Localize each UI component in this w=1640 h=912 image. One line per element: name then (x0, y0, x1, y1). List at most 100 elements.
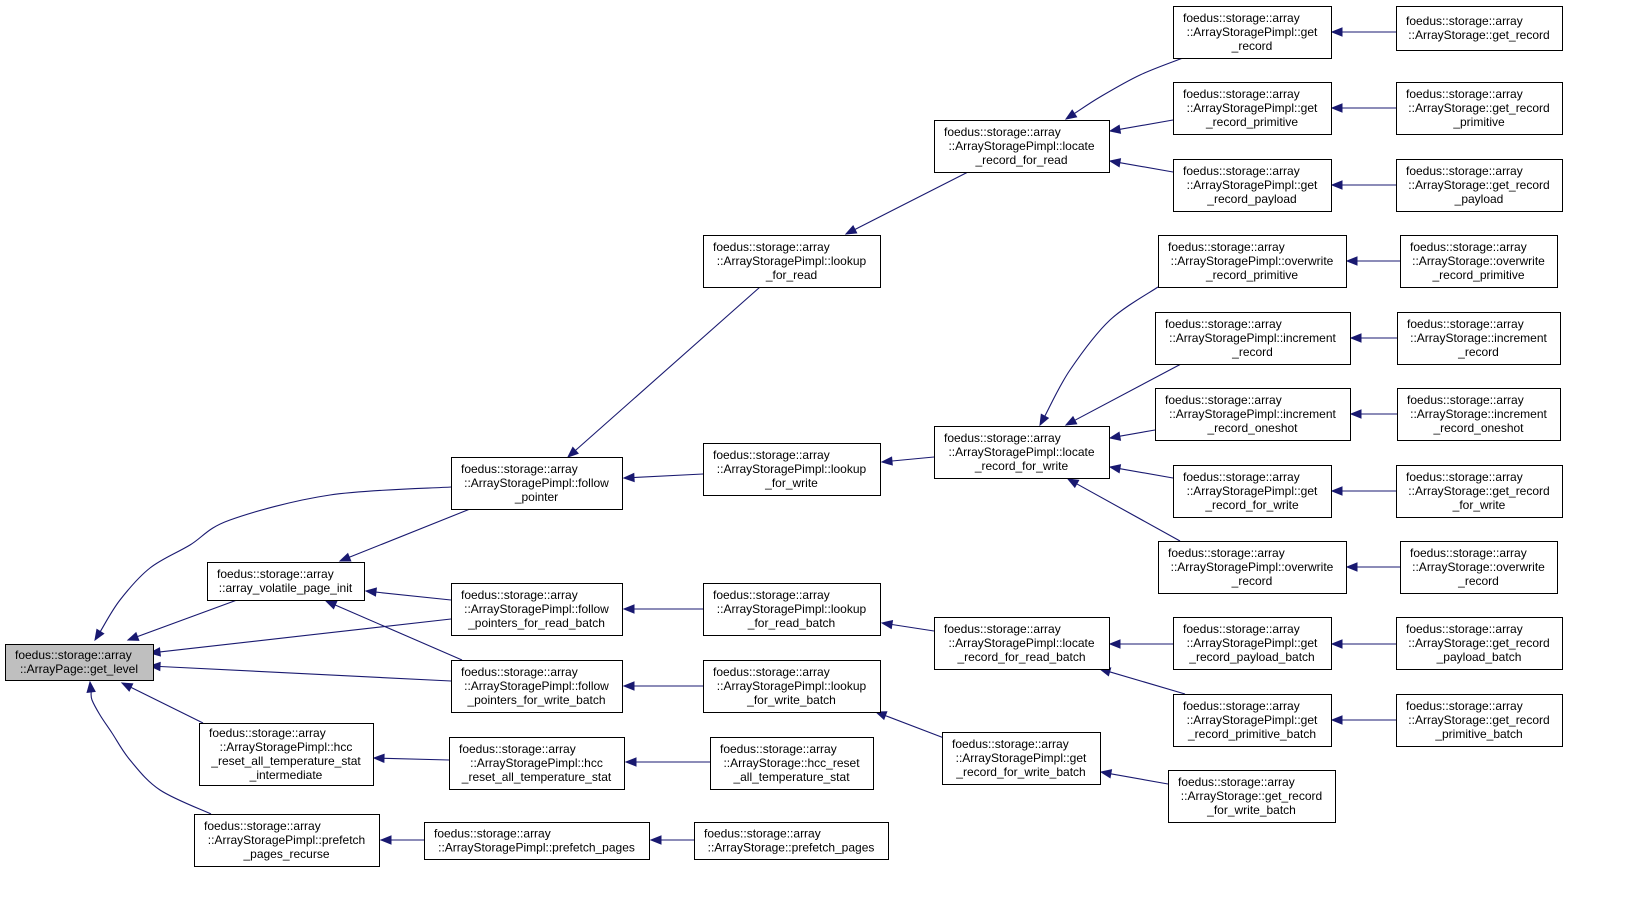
node-box (1396, 6, 1563, 51)
function-node-arraystoragepimpl-locate-record-for-write[interactable]: foedus::storage::array::ArrayStoragePimp… (934, 426, 1110, 479)
function-node-arraystoragepimpl-lookup-for-write-batch[interactable]: foedus::storage::array::ArrayStoragePimp… (703, 660, 881, 713)
node-box (1396, 82, 1563, 135)
node-label-line: foedus::storage::array (1407, 317, 1524, 331)
node-label-line: _pointers_for_write_batch (466, 693, 605, 707)
node-label-line: ::ArrayStoragePimpl::get (1187, 25, 1318, 39)
function-node-arraystoragepimpl-lookup-for-read-batch[interactable]: foedus::storage::array::ArrayStoragePimp… (703, 583, 881, 636)
node-box (1173, 694, 1332, 747)
function-node-arraystorage-get-record-for-write[interactable]: foedus::storage::array::ArrayStorage::ge… (1396, 465, 1563, 518)
node-label-line: foedus::storage::array (713, 665, 830, 679)
function-node-arraystoragepimpl-get-record-for-write[interactable]: foedus::storage::array::ArrayStoragePimp… (1173, 465, 1332, 518)
arrowhead (364, 587, 377, 597)
node-label-line: ::ArrayStorage::get_record (1408, 28, 1549, 42)
function-node-arraystorage-overwrite-record-primitive[interactable]: foedus::storage::array::ArrayStorage::ov… (1400, 235, 1558, 288)
node-label-line: foedus::storage::array (217, 567, 334, 581)
node-label-line: ::ArrayStorage::get_record (1408, 178, 1549, 192)
function-node-arraystoragepimpl-get-record-for-write-batch[interactable]: foedus::storage::array::ArrayStoragePimp… (942, 732, 1101, 785)
node-label-line: foedus::storage::array (461, 665, 578, 679)
arrowhead (622, 604, 635, 614)
function-node-arraystorage-overwrite-record[interactable]: foedus::storage::array::ArrayStorage::ov… (1400, 541, 1558, 594)
node-label-line: foedus::storage::array (1168, 546, 1285, 560)
edge-line (1074, 57, 1184, 115)
node-label-line: _record_payload_batch (1188, 650, 1314, 664)
function-node-arraystoragepimpl-locate-record-for-read-batch[interactable]: foedus::storage::array::ArrayStoragePimp… (934, 617, 1110, 670)
node-label-line: foedus::storage::array (952, 737, 1069, 751)
node-label-line: _record (1231, 39, 1273, 53)
arrowhead (880, 456, 893, 466)
function-node-arraystoragepimpl-prefetch-pages-recurse[interactable]: foedus::storage::array::ArrayStoragePimp… (194, 814, 380, 867)
edge-line (375, 591, 452, 601)
function-node-arraystoragepimpl-get-record-payload-batch[interactable]: foedus::storage::array::ArrayStoragePimp… (1173, 617, 1332, 670)
function-nodes: foedus::storage::array::ArrayPage::get_l… (5, 6, 1563, 867)
node-box (1396, 465, 1563, 518)
function-node-arraystoragepimpl-increment-record[interactable]: foedus::storage::array::ArrayStoragePimp… (1155, 312, 1351, 365)
node-label-line: ::ArrayStoragePimpl::hcc (220, 740, 353, 754)
function-node-arraystoragepimpl-hcc-reset-all-temperature-stat-intermediate[interactable]: foedus::storage::array::ArrayStoragePimp… (199, 723, 374, 786)
function-node-arraystoragepimpl-increment-record-oneshot[interactable]: foedus::storage::array::ArrayStoragePimp… (1155, 388, 1351, 441)
arrowhead (148, 661, 161, 672)
function-node-arraystoragepimpl-get-record-primitive[interactable]: foedus::storage::array::ArrayStoragePimp… (1173, 82, 1332, 135)
call-edge (379, 835, 424, 845)
function-node-arraystoragepimpl-follow-pointers-for-read-batch[interactable]: foedus::storage::array::ArrayStoragePimp… (451, 583, 623, 636)
node-label-line: ::ArrayStorage::overwrite (1412, 254, 1545, 268)
function-node-arraystoragepimpl-get-record-primitive-batch[interactable]: foedus::storage::array::ArrayStoragePimp… (1173, 694, 1332, 747)
function-node-arraystoragepimpl-follow-pointers-for-write-batch[interactable]: foedus::storage::array::ArrayStoragePimp… (451, 660, 623, 713)
node-box (1155, 312, 1351, 365)
function-node-arraystorage-get-record-primitive-batch[interactable]: foedus::storage::array::ArrayStorage::ge… (1396, 694, 1563, 747)
function-node-arraystorage-increment-record[interactable]: foedus::storage::array::ArrayStorage::in… (1397, 312, 1561, 365)
function-node-arraystoragepimpl-overwrite-record-primitive[interactable]: foedus::storage::array::ArrayStoragePimp… (1158, 235, 1347, 288)
node-label-line: foedus::storage::array (209, 726, 326, 740)
edge-line (1119, 429, 1156, 437)
node-label-line: _reset_all_temperature_stat (461, 770, 612, 784)
arrowhead (379, 835, 392, 845)
node-box (1396, 694, 1563, 747)
arrowhead (1330, 639, 1343, 649)
node-label-line: foedus::storage::array (1406, 87, 1523, 101)
edge-line (383, 757, 450, 761)
function-node-arraystorage-increment-record-oneshot[interactable]: foedus::storage::array::ArrayStorage::in… (1397, 388, 1561, 441)
function-node-arraystorage-get-record-payload-batch[interactable]: foedus::storage::array::ArrayStorage::ge… (1396, 617, 1563, 670)
node-label-line: _record (1457, 574, 1499, 588)
node-box (1396, 617, 1563, 670)
function-node-array-volatile-page-init[interactable]: foedus::storage::array::array_volatile_p… (207, 562, 365, 601)
function-node-arraystorage-get-record-payload[interactable]: foedus::storage::array::ArrayStorage::ge… (1396, 159, 1563, 212)
arrowhead (148, 647, 161, 657)
arrowhead (1330, 103, 1343, 113)
function-node-arraystoragepimpl-prefetch-pages[interactable]: foedus::storage::array::ArrayStoragePimp… (424, 822, 650, 860)
node-box (199, 723, 374, 786)
node-box (451, 457, 623, 510)
function-node-arraystoragepimpl-locate-record-for-read[interactable]: foedus::storage::array::ArrayStoragePimp… (934, 120, 1110, 173)
current-function-node: foedus::storage::array::ArrayPage::get_l… (5, 644, 154, 681)
node-label-line: foedus::storage::array (461, 462, 578, 476)
function-node-arraystorage-prefetch-pages[interactable]: foedus::storage::array::ArrayStorage::pr… (694, 822, 889, 860)
call-edge (338, 508, 471, 562)
function-node-arraystorage-get-record-primitive[interactable]: foedus::storage::array::ArrayStorage::ge… (1396, 82, 1563, 135)
function-node-arraystoragepimpl-get-record[interactable]: foedus::storage::array::ArrayStoragePimp… (1173, 6, 1332, 59)
function-node-arraystoragepimpl-lookup-for-read[interactable]: foedus::storage::array::ArrayStoragePimp… (703, 235, 881, 288)
node-label-line: ::ArrayStorage::prefetch_pages (708, 841, 875, 855)
call-edge (880, 456, 935, 466)
node-box (1155, 388, 1351, 441)
node-box (424, 822, 650, 860)
function-node-arraystoragepimpl-get-record-payload[interactable]: foedus::storage::array::ArrayStoragePimp… (1173, 159, 1332, 212)
node-label-line: foedus::storage::array (1165, 317, 1282, 331)
arrowhead (1108, 464, 1122, 474)
node-label-line: _for_read_batch (747, 616, 835, 630)
edge-line (1119, 119, 1174, 130)
function-node-arraystorage-get-record[interactable]: foedus::storage::array::ArrayStorage::ge… (1396, 6, 1563, 51)
function-node-arraystoragepimpl-lookup-for-write[interactable]: foedus::storage::array::ArrayStoragePimp… (703, 443, 881, 496)
function-node-arraystorage-get-record-for-write-batch[interactable]: foedus::storage::array::ArrayStorage::ge… (1168, 770, 1336, 823)
node-label-line: foedus::storage::array (1183, 699, 1300, 713)
function-node-arraystoragepimpl-overwrite-record[interactable]: foedus::storage::array::ArrayStoragePimp… (1158, 541, 1347, 594)
call-edge (1330, 715, 1396, 725)
call-edge (1330, 103, 1396, 113)
node-label-line: _record_primitive (1205, 115, 1298, 129)
arrowhead (1039, 413, 1050, 427)
arrowhead (1108, 639, 1121, 649)
node-label-line: ::ArrayStorage::get_record (1408, 484, 1549, 498)
function-node-arraystoragepimpl-follow-pointer[interactable]: foedus::storage::array::ArrayStoragePimp… (451, 457, 623, 510)
node-label-line: foedus::storage::array (15, 648, 132, 662)
function-node-arraystoragepimpl-hcc-reset-all-temperature-stat[interactable]: foedus::storage::array::ArrayStoragePimp… (449, 737, 625, 790)
function-node-arraystorage-hcc-reset-all-temperature-stat[interactable]: foedus::storage::array::ArrayStorage::hc… (710, 737, 874, 790)
